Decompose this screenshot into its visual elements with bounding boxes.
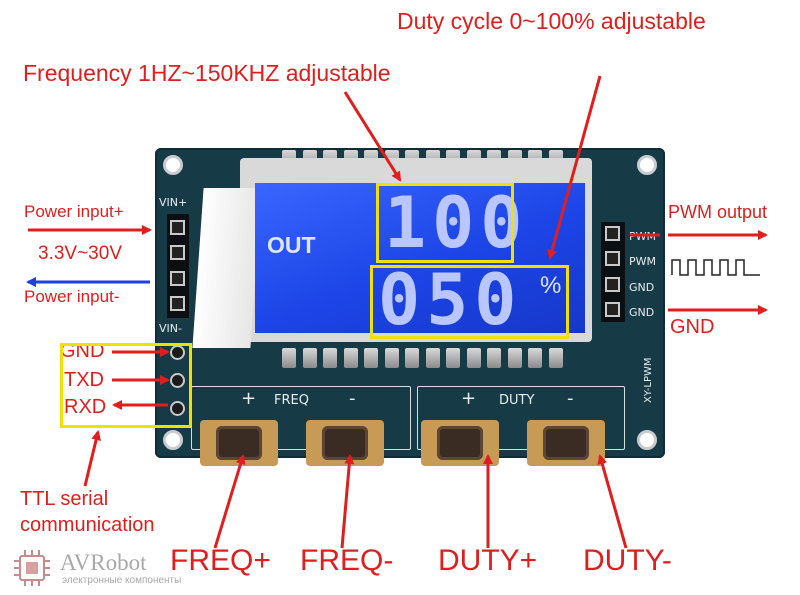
duty-minus-arrow <box>597 454 628 549</box>
lcd-pin-tab <box>384 348 399 368</box>
freq-minus-arrow <box>340 454 355 549</box>
lcd-pin-tab <box>487 348 501 368</box>
header-pin <box>170 245 185 260</box>
lcd-pin-tab <box>405 348 419 368</box>
mounting-hole <box>637 430 657 450</box>
lcd-pin-tab <box>466 348 481 368</box>
serial-pad-txd <box>170 373 185 388</box>
ttl-label-line1: TTL serial <box>20 488 109 510</box>
serial-highlight-box <box>60 343 192 428</box>
gnd-silkscreen-1: GND <box>629 281 655 294</box>
freq-plus-silkscreen: + <box>241 388 257 409</box>
frequency-highlight-box <box>376 183 514 263</box>
header-pin <box>170 220 185 235</box>
gnd-output-label: GND <box>670 316 715 338</box>
lcd-percent-symbol: % <box>540 272 562 299</box>
txd-label: TXD <box>64 369 104 391</box>
duty-plus-label: DUTY+ <box>438 544 538 577</box>
pwm-waveform-icon <box>671 259 760 276</box>
duty-button-group <box>417 386 625 450</box>
serial-pad-rxd <box>170 401 185 416</box>
lcd-pin-tab <box>302 348 317 368</box>
chip-logo-icon <box>14 550 50 586</box>
lcd-pin-tab <box>528 348 542 368</box>
ttl-label-line2: communication <box>20 514 155 536</box>
duty-range-label: Duty cycle 0~100% adjustable <box>397 8 706 34</box>
vin-minus-silkscreen: VIN- <box>159 322 182 335</box>
duty-plus-silkscreen: + <box>461 388 477 409</box>
lcd-mode-text: OUT <box>267 232 316 258</box>
button-cap <box>543 426 589 460</box>
power-plus-label: Power input+ <box>24 202 124 221</box>
watermark: AVRobot электронные компоненты <box>12 548 181 593</box>
lcd-screen <box>255 183 585 333</box>
output-header <box>601 222 625 322</box>
freq-minus-label: FREQ- <box>300 544 394 577</box>
header-pin <box>605 251 620 266</box>
watermark-brand: AVRobot <box>60 550 147 575</box>
freq-group-silkscreen: FREQ <box>274 393 309 408</box>
frequency-range-arrow <box>343 91 402 182</box>
freq-minus-silkscreen: - <box>349 388 356 409</box>
pwm-silkscreen-2: PWM <box>629 255 657 268</box>
ttl-arrow <box>83 430 101 487</box>
duty-minus-label: DUTY- <box>583 544 672 577</box>
freq-plus-arrow <box>213 454 246 549</box>
duty-plus-button[interactable] <box>421 420 499 466</box>
lcd-frequency-value: 100 <box>384 182 529 264</box>
vin-plus-silkscreen: VIN+ <box>159 196 188 209</box>
header-pin <box>605 226 620 241</box>
mounting-hole <box>637 155 657 175</box>
mounting-hole <box>163 155 183 175</box>
freq-plus-label: FREQ+ <box>170 544 271 577</box>
duty-minus-silkscreen: - <box>567 388 574 409</box>
lcd-pin-tab <box>323 348 337 368</box>
lcd-pin-tab <box>282 348 296 368</box>
voltage-label: 3.3V~30V <box>38 243 122 264</box>
mounting-hole <box>163 430 183 450</box>
button-cap <box>437 426 483 460</box>
duty-range-arrow <box>547 75 602 260</box>
pwm-output-label: PWM output <box>668 202 768 222</box>
lcd-pin-tab <box>425 348 440 368</box>
lcd-pin-tab <box>446 348 460 368</box>
gnd-serial-label: GND <box>60 340 105 362</box>
header-pin <box>605 302 620 317</box>
duty-minus-button[interactable] <box>527 420 605 466</box>
header-pin <box>170 271 185 286</box>
lcd-pin-tab <box>507 348 522 368</box>
frequency-range-label: Frequency 1HZ~150KHZ adjustable <box>23 60 391 86</box>
serial-pad-gnd <box>170 345 185 360</box>
duty-group-silkscreen: DUTY <box>499 393 535 408</box>
lcd-pin-tab <box>343 348 358 368</box>
lcd-pin-tab <box>548 348 563 368</box>
rxd-label: RXD <box>64 396 107 418</box>
header-pin <box>170 296 185 311</box>
header-pin <box>605 277 620 292</box>
lcd-pin-tab <box>364 348 378 368</box>
power-header <box>167 214 189 318</box>
duty-highlight-box <box>370 265 569 339</box>
watermark-tagline: электронные компоненты <box>62 575 182 586</box>
lcd-duty-value: 050 <box>378 259 523 341</box>
power-minus-label: Power input- <box>24 287 120 306</box>
gnd-silkscreen-2: GND <box>629 306 655 319</box>
